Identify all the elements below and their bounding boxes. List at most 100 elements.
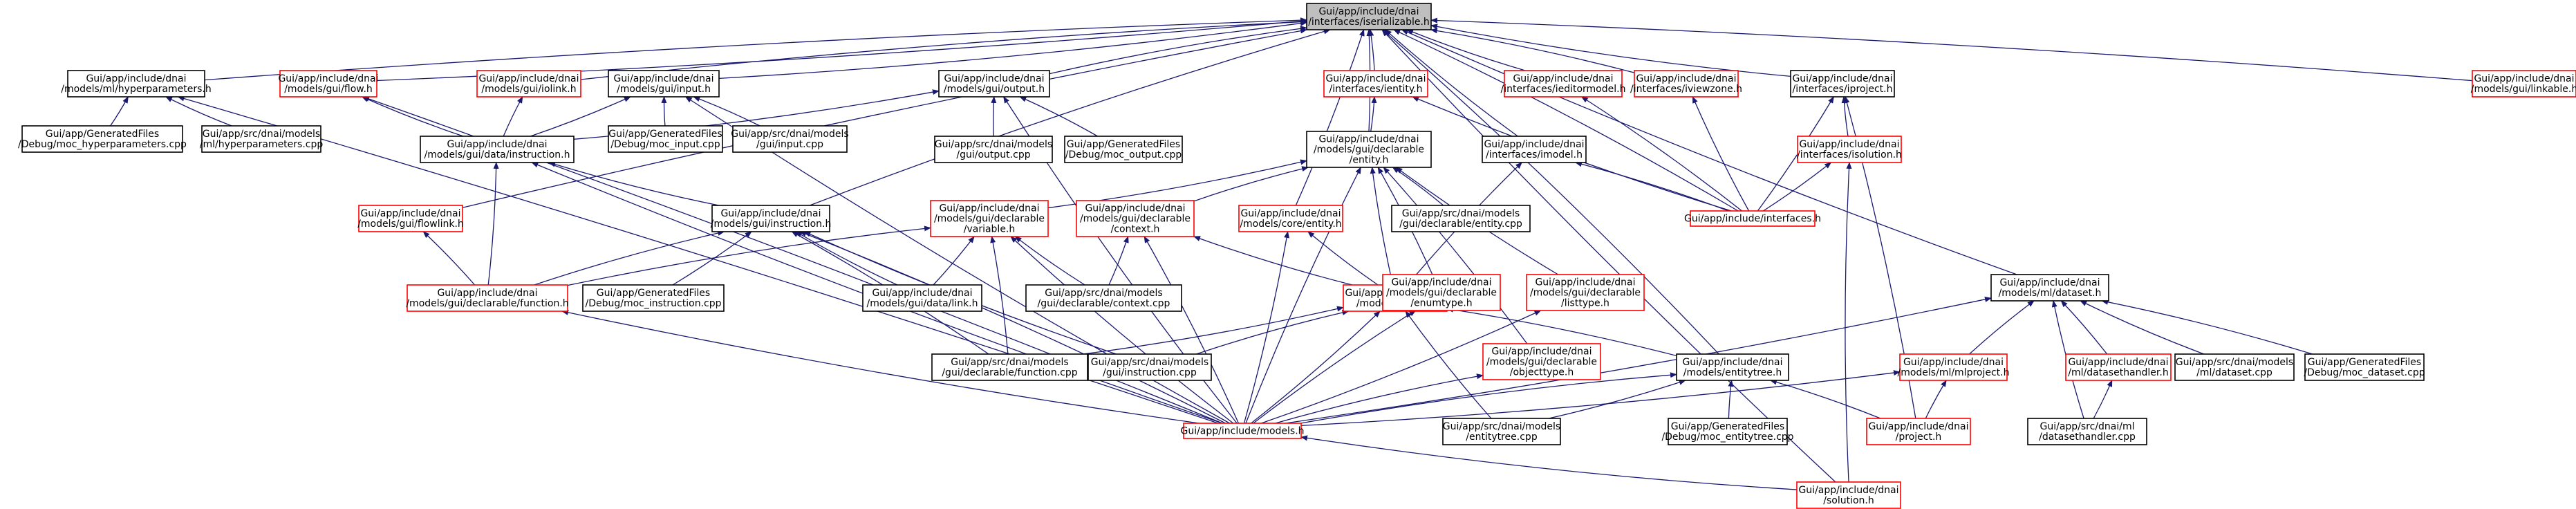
node-box[interactable]: [1088, 353, 1212, 381]
node-entitycpp_decl[interactable]: Gui/app/src/dnai/models/gui/declarable/e…: [1391, 205, 1531, 232]
node-ientity[interactable]: Gui/app/include/dnai/interfaces/ientity.…: [1323, 70, 1428, 98]
node-iviewzone[interactable]: Gui/app/include/dnai/interfaces/iviewzon…: [1630, 70, 1742, 98]
node-box[interactable]: [1504, 70, 1623, 98]
node-box[interactable]: [711, 205, 830, 232]
node-box[interactable]: [1796, 481, 1901, 509]
node-entitytreecpp[interactable]: Gui/app/src/dnai/models/entitytree.cpp: [1442, 418, 1561, 445]
node-hypercpp[interactable]: Gui/app/src/dnai/models/ml/hyperparamete…: [200, 125, 324, 153]
node-label-line: Gui/app/include/dnai: [86, 73, 186, 84]
node-inputcpp[interactable]: Gui/app/src/dnai/models/gui/input.cpp: [731, 125, 849, 153]
node-contextcpp[interactable]: Gui/app/src/dnai/models/gui/declarable/c…: [1025, 284, 1182, 312]
node-box[interactable]: [1076, 200, 1195, 237]
node-models_h[interactable]: Gui/app/include/models.h: [1180, 423, 1305, 439]
node-box[interactable]: [67, 70, 205, 98]
node-functioncpp[interactable]: Gui/app/src/dnai/models/gui/declarable/f…: [931, 353, 1088, 381]
node-box[interactable]: [1797, 136, 1902, 163]
node-box[interactable]: [1482, 343, 1601, 380]
node-moc_dataset[interactable]: Gui/app/GeneratedFiles/Debug/moc_dataset…: [2304, 353, 2425, 381]
node-moc_hyper[interactable]: Gui/app/GeneratedFiles/Debug/moc_hyperpa…: [18, 125, 187, 153]
node-moc_input[interactable]: Gui/app/GeneratedFiles/Debug/moc_input.c…: [608, 125, 723, 153]
node-box[interactable]: [1482, 136, 1587, 163]
node-instructioncpp[interactable]: Gui/app/src/dnai/models/gui/instruction.…: [1088, 353, 1212, 381]
node-mlproject[interactable]: Gui/app/include/dnai/models/ml/mlproject…: [1897, 353, 2010, 381]
node-box[interactable]: [931, 353, 1088, 381]
node-enumtype[interactable]: Gui/app/include/dnai/models/gui/declarab…: [1382, 274, 1501, 311]
node-input[interactable]: Gui/app/include/dnai/models/gui/input.h: [608, 70, 720, 98]
node-flowlink[interactable]: Gui/app/include/dnai/models/gui/flowlink…: [357, 205, 464, 232]
node-box[interactable]: [1238, 205, 1343, 232]
node-box[interactable]: [201, 125, 321, 153]
node-box[interactable]: [2472, 70, 2576, 98]
node-datasethandlercpp[interactable]: Gui/app/src/dnai/ml/datasethandler.cpp: [2027, 418, 2147, 445]
node-objecttype[interactable]: Gui/app/include/dnai/models/gui/declarab…: [1482, 343, 1601, 380]
node-box[interactable]: [608, 125, 723, 153]
node-box[interactable]: [1990, 274, 2109, 302]
node-datalink[interactable]: Gui/app/include/dnai/models/gui/data/lin…: [862, 284, 982, 312]
node-box[interactable]: [1676, 353, 1789, 381]
node-box[interactable]: [1866, 418, 1971, 445]
node-listtype[interactable]: Gui/app/include/dnai/models/gui/declarab…: [1526, 274, 1645, 311]
node-function_h[interactable]: Gui/app/include/dnai/models/gui/declarab…: [406, 284, 569, 312]
node-box[interactable]: [1391, 205, 1531, 232]
node-box[interactable]: [1690, 210, 1816, 227]
node-decl_entity[interactable]: Gui/app/include/dnai/models/gui/declarab…: [1306, 131, 1432, 168]
node-box[interactable]: [1064, 136, 1183, 163]
node-mlhyper[interactable]: Gui/app/include/dnai/models/ml/hyperpara…: [61, 70, 212, 98]
node-box[interactable]: [934, 136, 1053, 163]
node-box[interactable]: [358, 205, 463, 232]
node-box[interactable]: [1526, 274, 1645, 311]
edge-ieditor-to-serializable: [1406, 29, 1526, 71]
node-linkable[interactable]: Gui/app/include/dnai/models/gui/linkable…: [2471, 70, 2576, 98]
node-box[interactable]: [938, 70, 1050, 98]
node-box[interactable]: [1442, 418, 1561, 445]
node-moc_output[interactable]: Gui/app/GeneratedFiles/Debug/moc_output.…: [1064, 136, 1183, 163]
node-box[interactable]: [420, 136, 575, 163]
node-datasetcpp[interactable]: Gui/app/src/dnai/models/ml/dataset.cpp: [2174, 353, 2295, 381]
node-moc_entitytree[interactable]: Gui/app/GeneratedFiles/Debug/moc_entityt…: [1661, 418, 1794, 445]
node-box[interactable]: [1306, 131, 1432, 168]
node-box[interactable]: [279, 70, 377, 98]
node-box[interactable]: [1025, 284, 1182, 312]
node-box[interactable]: [608, 70, 720, 98]
node-box[interactable]: [407, 284, 568, 312]
node-instruction_h[interactable]: Gui/app/include/dnai/models/gui/data/ins…: [420, 136, 575, 163]
node-box[interactable]: [21, 125, 183, 153]
node-flow[interactable]: Gui/app/include/dnai/models/gui/flow.h: [278, 70, 379, 98]
node-interfaces[interactable]: Gui/app/include/interfaces.h: [1684, 210, 1821, 227]
node-core_entity[interactable]: Gui/app/include/dnai/models/core/entity.…: [1238, 205, 1343, 232]
node-box[interactable]: [930, 200, 1049, 237]
node-box[interactable]: [1183, 423, 1302, 439]
node-variable[interactable]: Gui/app/include/dnai/models/gui/declarab…: [930, 200, 1049, 237]
node-box[interactable]: [476, 70, 581, 98]
node-outputcpp[interactable]: Gui/app/src/dnai/models/gui/output.cpp: [934, 136, 1053, 163]
node-box[interactable]: [1306, 3, 1432, 30]
node-box[interactable]: [2174, 353, 2295, 381]
node-box[interactable]: [582, 284, 725, 312]
node-box[interactable]: [1382, 274, 1501, 311]
node-project_h[interactable]: Gui/app/include/dnai/project.h: [1866, 418, 1971, 445]
node-box[interactable]: [2304, 353, 2425, 381]
node-gui_instruction[interactable]: Gui/app/include/dnai/models/gui/instruct…: [711, 205, 832, 232]
node-datasethandler_h[interactable]: Gui/app/include/dnai/ml/datasethandler.h: [2065, 353, 2172, 381]
node-context[interactable]: Gui/app/include/dnai/models/gui/declarab…: [1076, 200, 1195, 237]
node-serializable[interactable]: Gui/app/include/dnai/interfaces/iseriali…: [1306, 3, 1432, 30]
node-iolink[interactable]: Gui/app/include/dnai/models/gui/iolink.h: [476, 70, 581, 98]
node-iproject[interactable]: Gui/app/include/dnai/interfaces/iproject…: [1790, 70, 1895, 98]
node-box[interactable]: [1668, 418, 1788, 445]
node-box[interactable]: [1899, 353, 2008, 381]
node-ieditor[interactable]: Gui/app/include/dnai/interfaces/ieditorm…: [1501, 70, 1626, 98]
node-box[interactable]: [2065, 353, 2172, 381]
node-box[interactable]: [1790, 70, 1895, 98]
node-box[interactable]: [1634, 70, 1739, 98]
node-moc_instr[interactable]: Gui/app/GeneratedFiles/Debug/moc_instruc…: [582, 284, 725, 312]
node-box[interactable]: [1323, 70, 1428, 98]
node-isolution[interactable]: Gui/app/include/dnai/interfaces/isolutio…: [1797, 136, 1902, 163]
node-box[interactable]: [862, 284, 982, 312]
node-imodel[interactable]: Gui/app/include/dnai/interfaces/imodel.h: [1482, 136, 1587, 163]
node-box[interactable]: [2027, 418, 2147, 445]
node-entitytree[interactable]: Gui/app/include/dnai/models/entitytree.h: [1676, 353, 1789, 381]
node-box[interactable]: [732, 125, 848, 153]
node-ml_dataset[interactable]: Gui/app/include/dnai/models/ml/dataset.h: [1990, 274, 2109, 302]
node-solution_h[interactable]: Gui/app/include/dnai/solution.h: [1796, 481, 1901, 509]
node-output[interactable]: Gui/app/include/dnai/models/gui/output.h: [938, 70, 1050, 98]
